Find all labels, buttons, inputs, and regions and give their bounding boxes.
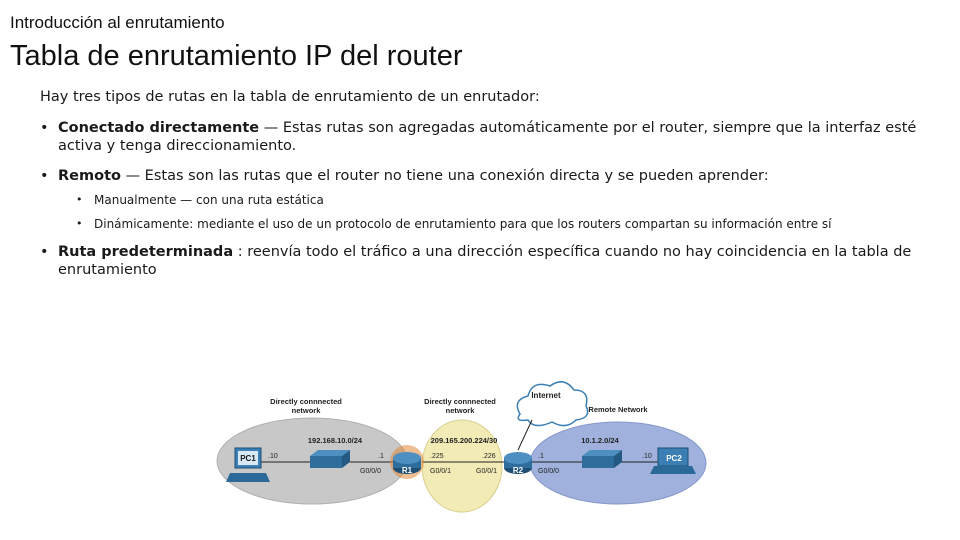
switch2-icon: [582, 450, 622, 468]
pc1-label: PC1: [240, 454, 256, 463]
slide-title: Tabla de enrutamiento IP del router: [10, 40, 463, 72]
slide-body: Hay tres tipos de rutas en la tabla de e…: [40, 88, 920, 291]
r1-label: R1: [402, 466, 413, 475]
net1-label-line1: Directly connnected: [270, 397, 342, 406]
intro-text: Hay tres tipos de rutas en la tabla de e…: [40, 89, 540, 105]
list-item-remote: Remoto — Estas son las rutas que el rout…: [40, 167, 920, 231]
sublist-item-dynamic: Dinámicamente: mediante el uso de un pro…: [76, 217, 920, 231]
r1-left-host-id: .1: [378, 453, 384, 460]
sublist-item-manual: Manualmente — con una ruta estática: [76, 193, 920, 207]
r2-right-iface: G0/0/0: [538, 468, 559, 475]
net3-address: 10.1.2.0/24: [581, 436, 619, 445]
topology-svg: Internet PC1 R1: [216, 381, 707, 513]
term-connected: Conectado directamente: [58, 120, 260, 136]
list-item-default: Ruta predeterminada : reenvía todo el tr…: [40, 243, 920, 279]
switch1-icon: [310, 450, 350, 468]
desc-connected: — Estas rutas son agregadas automáticame…: [58, 120, 917, 154]
pc2-host-id: .10: [642, 453, 652, 460]
remote-network-label: Remote Network: [588, 405, 648, 414]
pc1-icon: [226, 447, 270, 482]
internet-label: Internet: [531, 391, 561, 400]
list-item-connected: Conectado directamente — Estas rutas son…: [40, 119, 920, 155]
term-remote: Remoto: [58, 168, 121, 184]
net1-label-line2: network: [292, 406, 322, 415]
r2-label: R2: [513, 466, 524, 475]
pc2-label: PC2: [666, 454, 682, 463]
r2-left-iface: G0/0/1: [476, 468, 497, 475]
desc-default: : reenvía todo el tráfico a una direcció…: [58, 244, 912, 278]
r1-router-icon: [393, 452, 421, 474]
r1-right-host-id: .225: [430, 453, 444, 460]
r1-right-iface: G0/0/1: [430, 468, 451, 475]
remote-sublist: Manualmente — con una ruta estática Diná…: [58, 193, 920, 231]
net1-address: 192.168.10.0/24: [308, 436, 363, 445]
network-topology-diagram: Internet PC1 R1: [210, 370, 720, 530]
net2-address: 209.165.200.224/30: [431, 436, 498, 445]
desc-remote: — Estas son las rutas que el router no t…: [120, 168, 769, 184]
term-default: Ruta predeterminada: [58, 244, 234, 260]
r1-left-iface: G0/0/0: [360, 468, 381, 475]
net2-label-line1: Directly connnected: [424, 397, 496, 406]
r2-internet-link: [517, 419, 533, 451]
net2-label-line2: network: [446, 406, 476, 415]
pc2-laptop-icon: [650, 447, 696, 474]
r2-left-host-id: .226: [482, 453, 496, 460]
middle-network-area: [421, 419, 503, 513]
route-types-list: Conectado directamente — Estas rutas son…: [40, 119, 920, 279]
r2-right-host-id: .1: [538, 453, 544, 460]
pc1-host-id: .10: [268, 453, 278, 460]
slide-subtitle: Introducción al enrutamiento: [10, 13, 225, 32]
r2-router-icon: [504, 452, 532, 474]
internet-cloud-icon: [516, 381, 589, 427]
